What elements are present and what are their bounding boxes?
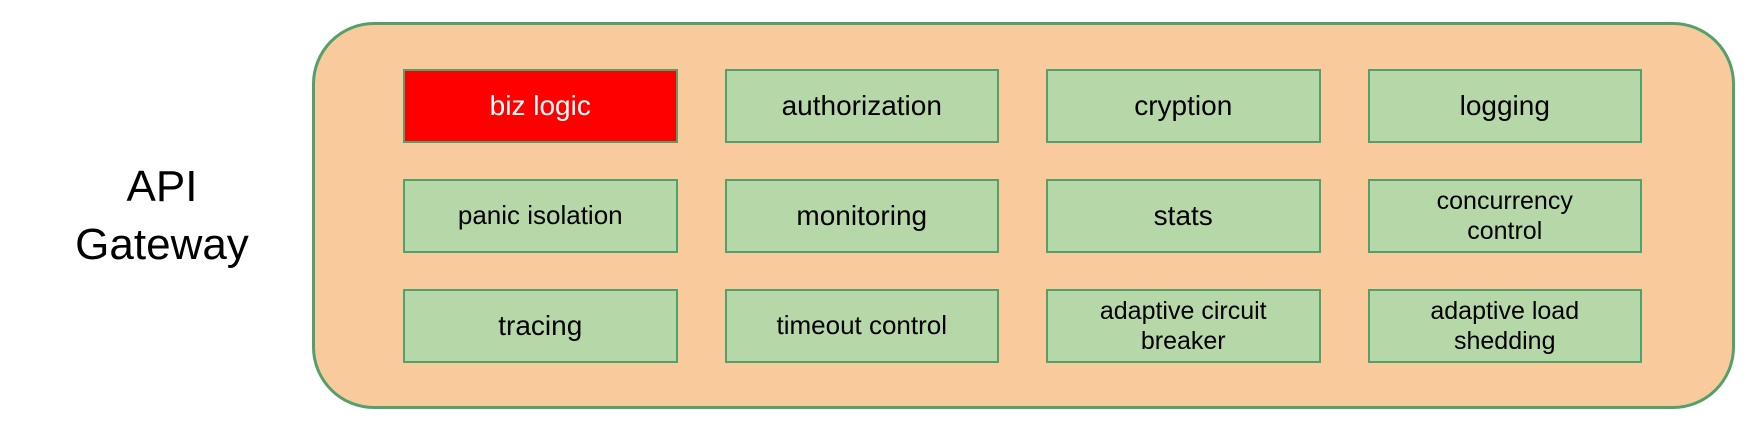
gateway-cell-stats: stats (1046, 179, 1321, 253)
gateway-cell-panic-isolation: panic isolation (403, 179, 678, 253)
gateway-cell-monitoring: monitoring (724, 179, 999, 253)
gateway-cell-authorization: authorization (724, 69, 999, 143)
gateway-cell-logging: logging (1367, 69, 1642, 143)
api-gateway-container: biz logic authorization cryption logging pan… (312, 22, 1735, 409)
gateway-cell-tracing: tracing (403, 289, 678, 363)
gateway-cell-adaptive-load-shedding: adaptive load shedding (1367, 289, 1642, 363)
gateway-cell-biz-logic: biz logic (403, 69, 678, 143)
gateway-cell-concurrency-control: concurrency control (1367, 179, 1642, 253)
gateway-cell-adaptive-circuit-breaker: adaptive circuit breaker (1046, 289, 1321, 363)
gateway-grid: biz logic authorization cryption logging pan… (315, 25, 1732, 406)
gateway-cell-timeout-control: timeout control (724, 289, 999, 363)
gateway-cell-cryption: cryption (1046, 69, 1321, 143)
diagram-title: API Gateway (75, 162, 249, 270)
